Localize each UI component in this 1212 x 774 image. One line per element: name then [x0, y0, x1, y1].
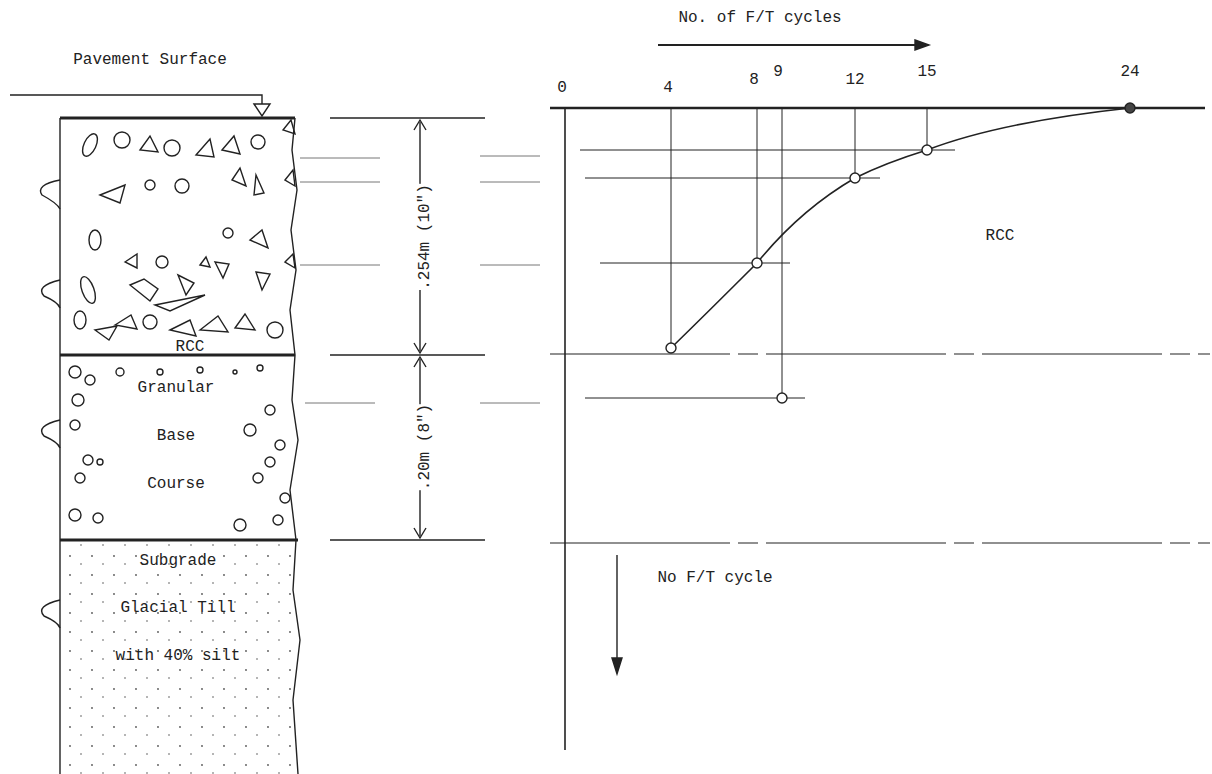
tick-number: 8 [749, 70, 759, 90]
axis-title: No. of F/T cycles [678, 8, 841, 28]
dimension: .20m (8") [415, 404, 435, 490]
tick-number: 15 [917, 62, 936, 82]
layer-label: Subgrade [128, 551, 228, 571]
layer-label: Granular Base Course [130, 364, 222, 508]
tick-number: 24 [1120, 62, 1139, 82]
tick-number: 9 [773, 62, 783, 82]
pavement-layer: RCC [60, 120, 293, 353]
axis-note: No F/T cycle [657, 568, 772, 588]
layer-label: Glacial Till with 40% silt [108, 584, 248, 680]
pavement-layer: SubgradeGlacial Till with 40% silt [60, 542, 293, 772]
pavement-layer: Granular Base Course [60, 357, 293, 538]
layer-label: RCC [160, 337, 220, 357]
tick-number: 0 [557, 78, 567, 98]
tick-number: 12 [845, 70, 864, 90]
tick-number: 4 [663, 78, 673, 98]
region-label: RCC [986, 226, 1015, 246]
dimension: .254m (10") [415, 184, 435, 290]
surface-label: Pavement Surface [73, 50, 227, 70]
